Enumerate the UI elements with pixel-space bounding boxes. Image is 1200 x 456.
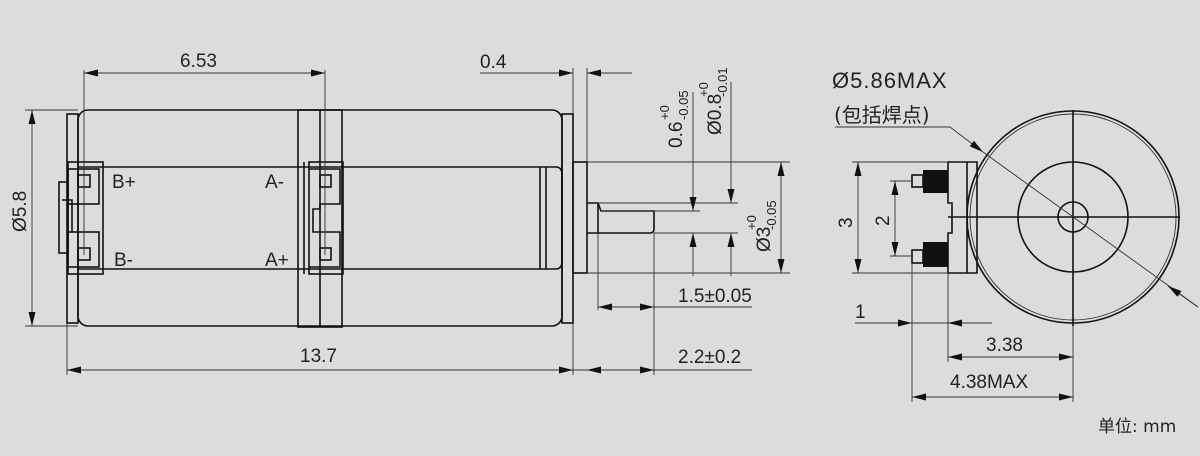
svg-text:-0.05: -0.05	[764, 200, 779, 230]
solder-pad-top	[923, 170, 948, 193]
dim-0-6: 0.6 +0 -0.05	[657, 90, 691, 148]
pin-bottom	[911, 249, 924, 264]
dim-dia-5-8: Ø5.8	[10, 191, 31, 232]
pin-top	[911, 174, 924, 188]
left-tab	[58, 181, 69, 254]
svg-text:Ø3: Ø3	[754, 227, 775, 252]
unit-label: 单位: mm	[1098, 417, 1176, 437]
terminal-block-b	[67, 161, 104, 275]
svg-text:-0.01: -0.01	[715, 67, 730, 97]
dim-4-38max: 4.38MAX	[950, 372, 1028, 393]
svg-text:0.6: 0.6	[666, 122, 687, 148]
svg-text:+0: +0	[696, 82, 711, 97]
pad-a-plus	[319, 247, 332, 261]
dimensions: 6.53 Ø5.8 13.7 0.4 Ø3 +0 -0.05	[10, 51, 790, 375]
label-a-plus: A+	[265, 250, 289, 271]
inner-strip	[78, 166, 563, 270]
shaft	[587, 202, 655, 234]
dim-1-5: 1.5±0.05	[678, 286, 752, 307]
svg-text:-0.05: -0.05	[676, 90, 691, 120]
right-flange	[561, 113, 574, 324]
svg-text:+0: +0	[744, 215, 759, 230]
terminal-block-a	[308, 161, 344, 275]
hub	[572, 161, 588, 274]
svg-text:Ø0.8: Ø0.8	[705, 94, 726, 135]
dim-0-4: 0.4	[480, 52, 507, 73]
solder-pad-bottom	[923, 242, 948, 267]
dim-note: (包括焊点)	[834, 103, 930, 127]
terminal-block-end	[947, 161, 978, 274]
dim-3: 3	[836, 217, 857, 228]
dim-13-7: 13.7	[300, 346, 337, 367]
dim-1: 1	[855, 302, 866, 323]
dim-2: 2	[873, 215, 894, 226]
dim-6-53: 6.53	[180, 51, 217, 72]
dim-dia-5-86max: Ø5.86MAX	[832, 68, 948, 93]
dim-2-2: 2.2±0.2	[678, 347, 741, 368]
dim-dia-0-8: Ø0.8 +0 -0.01	[696, 67, 730, 135]
svg-text:+0: +0	[657, 105, 672, 120]
label-b-plus: B+	[112, 172, 136, 193]
label-b-minus: B-	[114, 250, 133, 271]
end-dimensions: 3 2 1 3.38 4.38MAX Ø5.86MAX (包括焊点)	[832, 68, 1199, 402]
side-view: B+ B- A- A+ 6.53 Ø5.8 13.7 0.4	[10, 51, 790, 375]
pad-a-minus	[319, 174, 332, 188]
label-a-minus: A-	[265, 172, 284, 193]
dim-3-38: 3.38	[986, 335, 1023, 356]
dim-dia-3: Ø3 +0 -0.05	[744, 200, 779, 252]
end-view: 3 2 1 3.38 4.38MAX Ø5.86MAX (包括焊点) 单位: m…	[832, 68, 1199, 437]
